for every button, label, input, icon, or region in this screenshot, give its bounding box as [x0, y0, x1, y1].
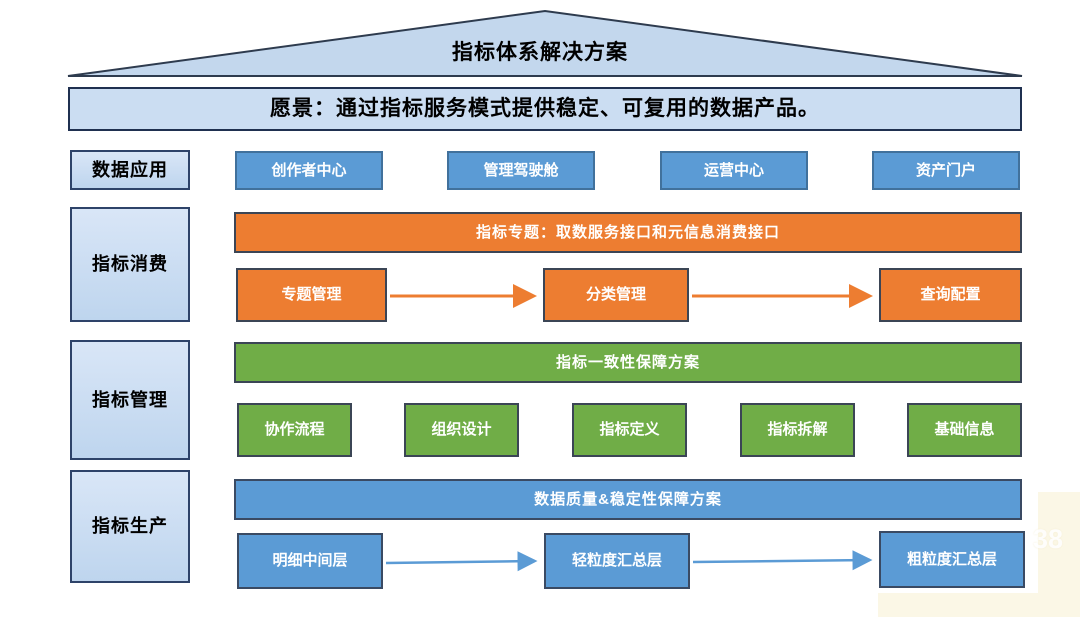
manage-box-basic-information: 基础信息 [907, 403, 1022, 457]
manage-banner: 指标一致性保障方案 [234, 342, 1022, 383]
manage-box-collaboration-process: 协作流程 [237, 403, 352, 457]
produce-banner: 数据质量&稳定性保障方案 [234, 479, 1022, 520]
manage-box-indicator-decomposition: 指标拆解 [740, 403, 855, 457]
side-label-indicator-production: 指标生产 [70, 470, 190, 583]
side-label-indicator-consumption: 指标消费 [70, 207, 190, 322]
produce-box-detail-middle-layer: 明细中间层 [237, 533, 383, 589]
consume-box-query-config: 查询配置 [879, 268, 1022, 322]
app-box-asset-portal: 资产门户 [872, 151, 1020, 190]
watermark-tint-bottom [878, 593, 1080, 617]
watermark-text: 38 [1032, 523, 1064, 554]
app-box-management-cockpit: 管理驾驶舱 [447, 151, 595, 190]
vision-banner: 愿景：通过指标服务模式提供稳定、可复用的数据产品。 [68, 87, 1022, 131]
app-box-creator-center: 创作者中心 [235, 151, 383, 190]
arrow-detail-to-light [385, 551, 538, 572]
consume-box-topic-management: 专题管理 [236, 268, 387, 322]
diagram-title: 指标体系解决方案 [452, 41, 628, 64]
side-label-indicator-management: 指标管理 [70, 340, 190, 460]
consume-banner: 指标专题：取数服务接口和元信息消费接口 [234, 212, 1022, 253]
produce-box-coarse-aggregation-layer: 粗粒度汇总层 [879, 531, 1025, 588]
manage-box-indicator-definition: 指标定义 [572, 403, 687, 457]
consume-box-category-management: 分类管理 [543, 268, 689, 322]
side-label-data-application: 数据应用 [70, 150, 190, 190]
arrow-light-to-coarse [692, 550, 873, 571]
app-box-operation-center: 运营中心 [660, 151, 808, 190]
manage-box-organization-design: 组织设计 [404, 403, 519, 457]
produce-box-light-aggregation-layer: 轻粒度汇总层 [544, 533, 690, 589]
